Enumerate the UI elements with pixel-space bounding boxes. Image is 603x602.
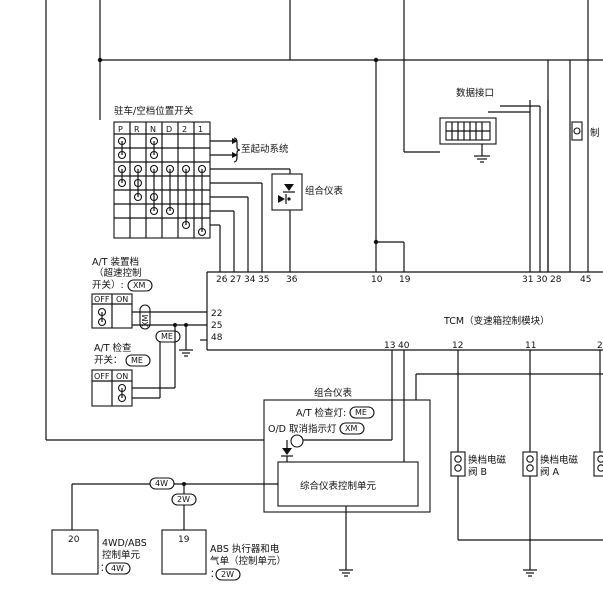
pin-25: 25 (211, 321, 222, 331)
pin-19b: 19 (178, 535, 190, 545)
pin-13: 13 (384, 341, 395, 351)
data-port-connector: 数据接口 (439, 87, 497, 163)
pin-26: 26 (216, 275, 228, 285)
shift-sol-a-label-2: 阀 A (540, 466, 560, 478)
at-od-label-2: （超速控制 (94, 267, 142, 279)
shift-sol-a-label-1: 换档电磁 (540, 454, 579, 466)
combo-meter-big-label: 组合仪表 (314, 387, 353, 399)
park-neutral-switch-label: 驻车/空档位置开关 (114, 105, 194, 117)
tcm-module: TCM（变速箱控制模块） 26 27 34 35 36 10 19 31 30 … (206, 271, 603, 351)
at-od-tag: XM (133, 281, 145, 290)
abs4wd-tag: 4W (111, 564, 124, 573)
absact-label-3: ： (210, 569, 220, 580)
grid-header-n: N (150, 125, 156, 134)
park-neutral-switch: 驻车/空档位置开关 P R N D 2 1 (113, 105, 291, 272)
pin-34: 34 (244, 275, 256, 285)
at-od-label-3: 开关）: (92, 279, 124, 291)
grid-contacts (117, 136, 207, 237)
abs-actuator-unit: 19 ABS 执行器和电 气单（控制单元） ： 2W (161, 529, 286, 581)
combo-meter-small: 组合仪表 (271, 173, 344, 211)
left-long-wiring (45, 0, 286, 441)
abs-4wd-control-unit: 20 4WD/ABS 控制单元 ： 4W (51, 529, 147, 575)
pin-2: 2 (597, 341, 603, 351)
data-port-label: 数据接口 (456, 87, 494, 99)
pin-45: 45 (580, 275, 591, 285)
at-od-label-1: A/T 装置档 (92, 256, 139, 268)
brake-partial-label: 制 (590, 127, 600, 139)
at-check-lamp-tag: ME (355, 408, 367, 417)
pin-36: 36 (286, 275, 298, 285)
absact-tag: 2W (221, 570, 234, 579)
tcm-label: TCM（变速箱控制模块） (443, 315, 550, 327)
at-od-vertical-tag: XM (141, 315, 150, 327)
at-od-switch: A/T 装置档 （超速控制 开关）: XM OFF ON XM (91, 256, 207, 357)
check-on-label: ON (116, 372, 128, 381)
od-off-label: OFF (94, 295, 110, 304)
shift-sol-b-label-1: 换档电磁 (468, 454, 507, 466)
at-check-lamp-label: A/T 检查灯: (296, 407, 346, 419)
brake-switch-partial: 制 (571, 121, 600, 141)
combo-meter-small-label: 组合仪表 (305, 185, 344, 197)
at-check-switch: ME A/T 检查 开关： ME OFF ON (91, 325, 181, 407)
grid-header-1: 1 (198, 125, 203, 134)
pin-12: 12 (452, 341, 463, 351)
absact-label-2: 气单（控制单元） (210, 555, 286, 567)
absact-label-1: ABS 执行器和电 (210, 543, 280, 555)
pin-10: 10 (371, 275, 383, 285)
grid-header-r: R (134, 125, 140, 134)
check-off-label: OFF (94, 372, 110, 381)
line-4w-tag: 4W (155, 479, 168, 488)
od-on-label: ON (116, 295, 128, 304)
pin-40: 40 (398, 341, 410, 351)
abs4wd-label-3: ： (100, 563, 110, 574)
shift-solenoid-partial (593, 451, 603, 477)
meter-control-unit-label: 综合仪表控制单元 (300, 480, 377, 492)
shift-solenoid-b: 换档电磁 阀 B (450, 451, 507, 478)
od-off-lamp-label: O/D 取消指示灯 (268, 423, 337, 435)
shift-sol-b-label-2: 阀 B (468, 466, 487, 478)
pin-20: 20 (68, 535, 80, 545)
pin-48: 48 (211, 333, 223, 343)
to-start-system-label: 至起动系统 (241, 143, 289, 155)
pin-27: 27 (230, 275, 241, 285)
grid-header-p: P (118, 125, 123, 134)
pin-28: 28 (550, 275, 562, 285)
top-wiring (97, 0, 603, 272)
line-2w-tag: 2W (177, 495, 190, 504)
shift-solenoid-wiring (415, 350, 603, 577)
shift-solenoid-a: 换档电磁 阀 A (522, 451, 579, 478)
pin-19: 19 (399, 275, 411, 285)
at-check-label-2: 开关： (94, 354, 123, 366)
pin-31: 31 (522, 275, 533, 285)
pin-30: 30 (536, 275, 548, 285)
abs4wd-label-1: 4WD/ABS (102, 538, 147, 549)
grid-header-d: D (166, 125, 172, 134)
at-check-tag-2: ME (131, 356, 143, 365)
pin-11: 11 (525, 341, 536, 351)
pin-35: 35 (258, 275, 269, 285)
grid-header-2: 2 (182, 125, 187, 134)
at-check-label-1: A/T 检查 (94, 342, 132, 354)
abs4wd-label-2: 控制单元 (102, 549, 141, 561)
combo-meter-big: 组合仪表 A/T 检查灯: ME O/D 取消指示灯 XM 综合仪表控制单元 (263, 350, 431, 577)
od-off-lamp-tag: XM (345, 424, 357, 433)
pin-22: 22 (211, 309, 222, 319)
at-check-tag-1: ME (161, 332, 173, 341)
bottom-left-wiring: 4W 2W (71, 477, 278, 530)
